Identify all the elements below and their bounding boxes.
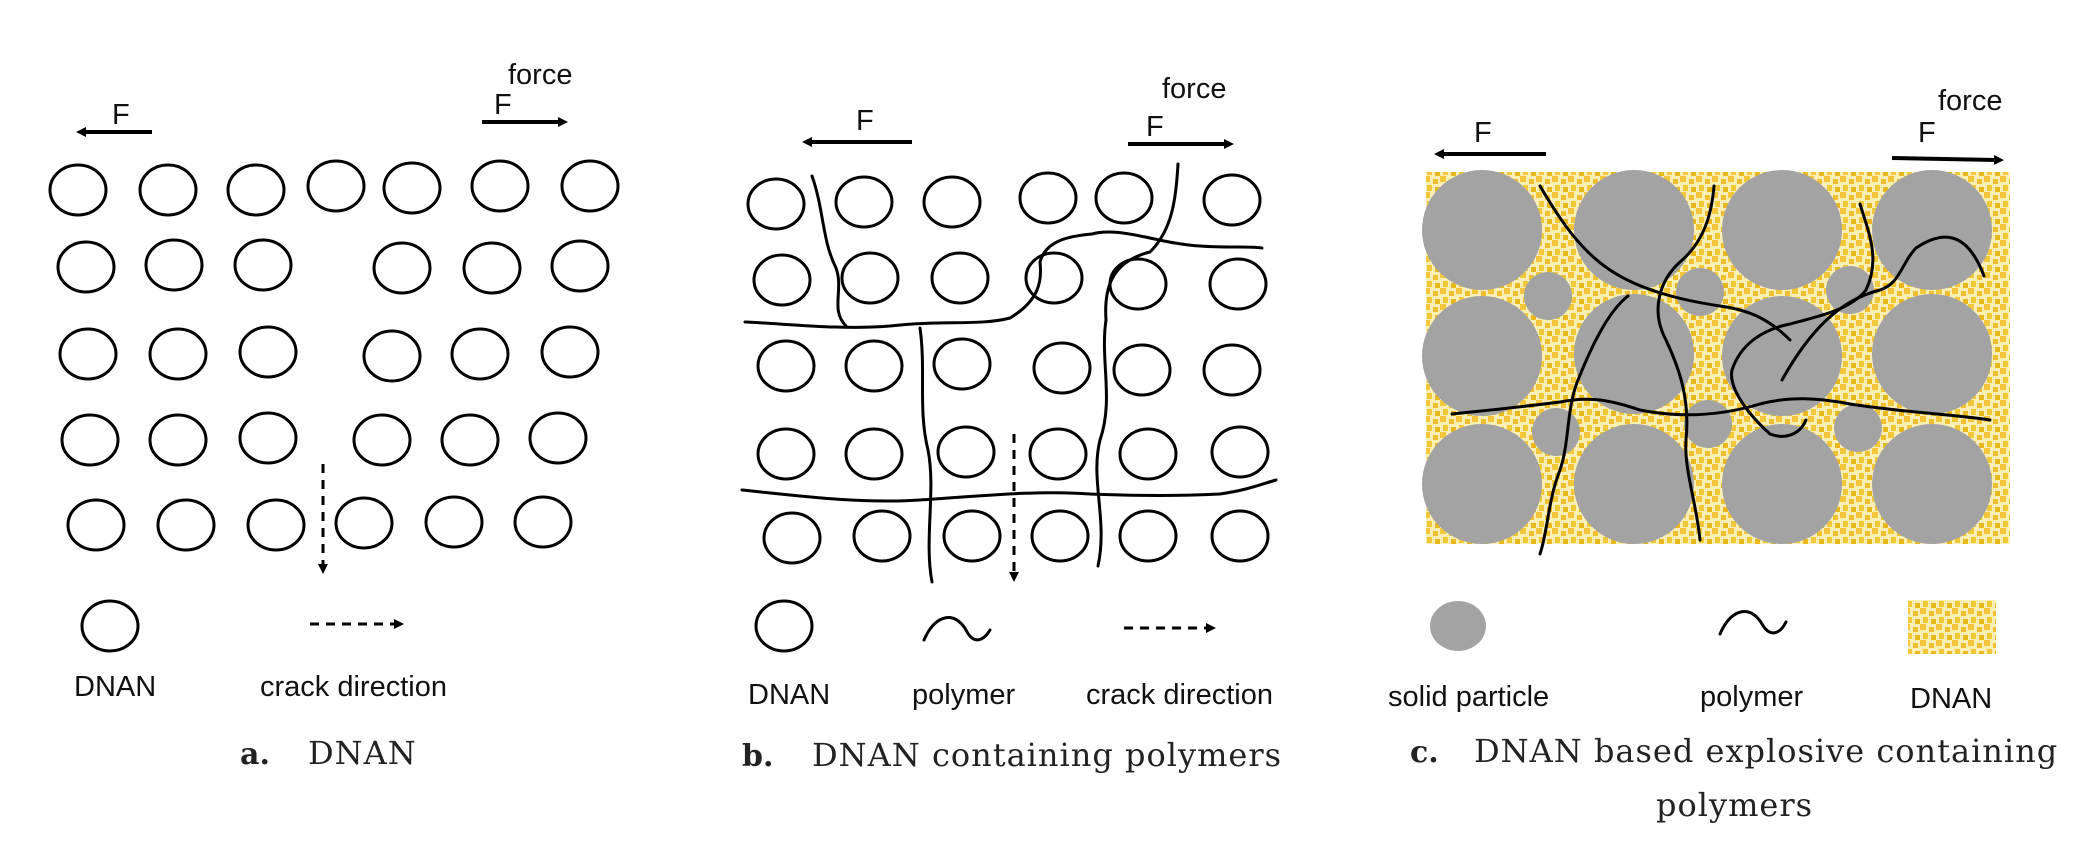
caption-letter-c: c.	[1410, 735, 1439, 770]
polymer-chains-c	[1450, 184, 1992, 556]
polymer-chains-b	[740, 162, 1278, 584]
force-label-c: force	[1938, 85, 2002, 117]
panel-a: F F force DNAN crack direction a. DNAN	[48, 59, 620, 772]
panel-c: F F force solid particle polymer DNAN c.…	[1388, 85, 2058, 824]
legend-dnan-swatch-c	[1908, 600, 1996, 654]
legend-polymer-squiggle-b	[922, 616, 992, 642]
legend-solid-particle-c	[1430, 601, 1486, 651]
legend-crack-label-a: crack direction	[260, 671, 447, 703]
caption-text-a: DNAN	[308, 734, 417, 772]
legend-polymer-squiggle-c	[1718, 610, 1788, 636]
solid-particles-c	[1422, 170, 1992, 544]
force-f-right-c: F	[1918, 117, 1936, 149]
caption-text-c-line1: DNAN based explosive containing	[1474, 732, 2058, 770]
dnan-particle-grid-b	[746, 171, 1270, 565]
caption-text-c-line2: polymers	[1656, 786, 1813, 824]
force-f-left-c: F	[1474, 117, 1492, 149]
force-f-right-a: F	[494, 89, 512, 121]
legend-solid-label-c: solid particle	[1388, 681, 1549, 713]
legend-dnan-circle-a	[80, 599, 140, 653]
caption-letter-a: a.	[240, 737, 270, 772]
legend-dnan-circle-b	[754, 599, 814, 653]
caption-letter-b: b.	[742, 739, 773, 774]
legend-crack-label-b: crack direction	[1086, 679, 1273, 711]
legend-dnan-label-c: DNAN	[1910, 683, 1992, 715]
force-f-right-b: F	[1146, 111, 1164, 143]
panel-b: F F force DNAN polymer crack direction b…	[740, 73, 1282, 774]
force-f-left-a: F	[112, 99, 130, 131]
legend-polymer-label-c: polymer	[1700, 681, 1803, 713]
force-label-b: force	[1162, 73, 1226, 105]
force-f-left-b: F	[856, 105, 874, 137]
dnan-particle-grid-a	[48, 159, 620, 552]
legend-polymer-label-b: polymer	[912, 679, 1015, 711]
legend-dnan-label-a: DNAN	[74, 671, 156, 703]
force-label-a: force	[508, 59, 572, 91]
force-arrow-right-c	[1891, 154, 2004, 165]
caption-text-b: DNAN containing polymers	[812, 736, 1282, 774]
legend-dnan-label-b: DNAN	[748, 679, 830, 711]
